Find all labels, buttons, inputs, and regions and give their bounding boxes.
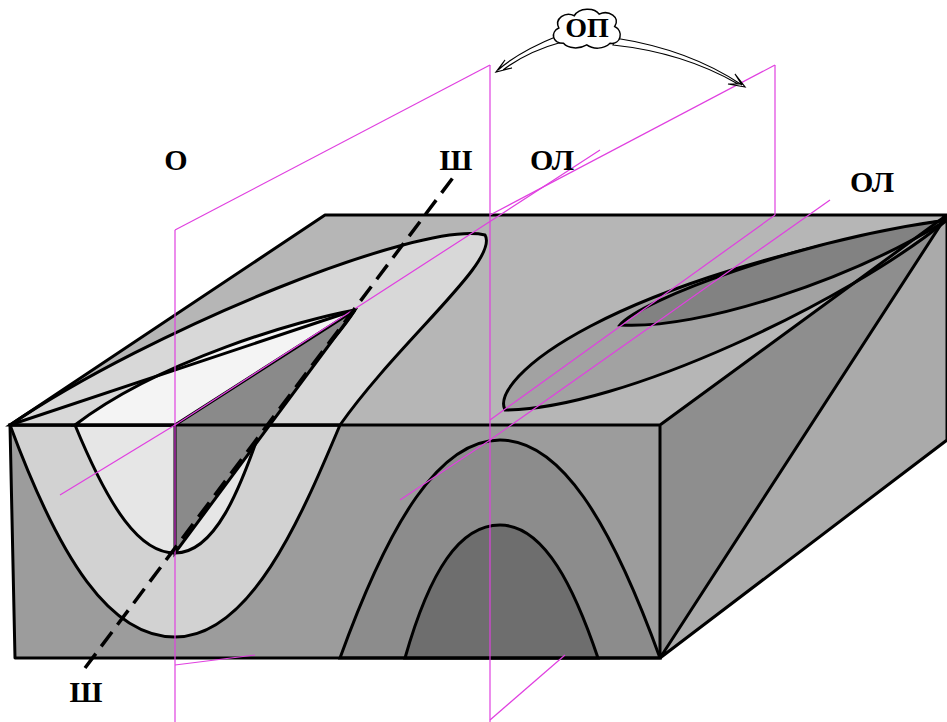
callout-arrows (496, 35, 745, 87)
cutaway-wedge (175, 310, 355, 553)
anticline-outer-layer (340, 440, 660, 658)
axial-line-label: ОЛ (530, 145, 574, 175)
front-face (10, 425, 660, 658)
axial-planes (60, 65, 830, 722)
anticline-top-core (620, 220, 947, 325)
axial-line-label: ОЛ (850, 167, 894, 197)
callout-text: ОП (565, 14, 609, 42)
block-outline (10, 215, 947, 658)
plane-label: О (164, 145, 187, 175)
hinge-line (85, 175, 455, 668)
hinge-label: Ш (70, 677, 103, 707)
cloud-callout: ОП (548, 5, 626, 51)
anticline-core (405, 525, 598, 658)
hinge-label: Ш (440, 145, 473, 175)
